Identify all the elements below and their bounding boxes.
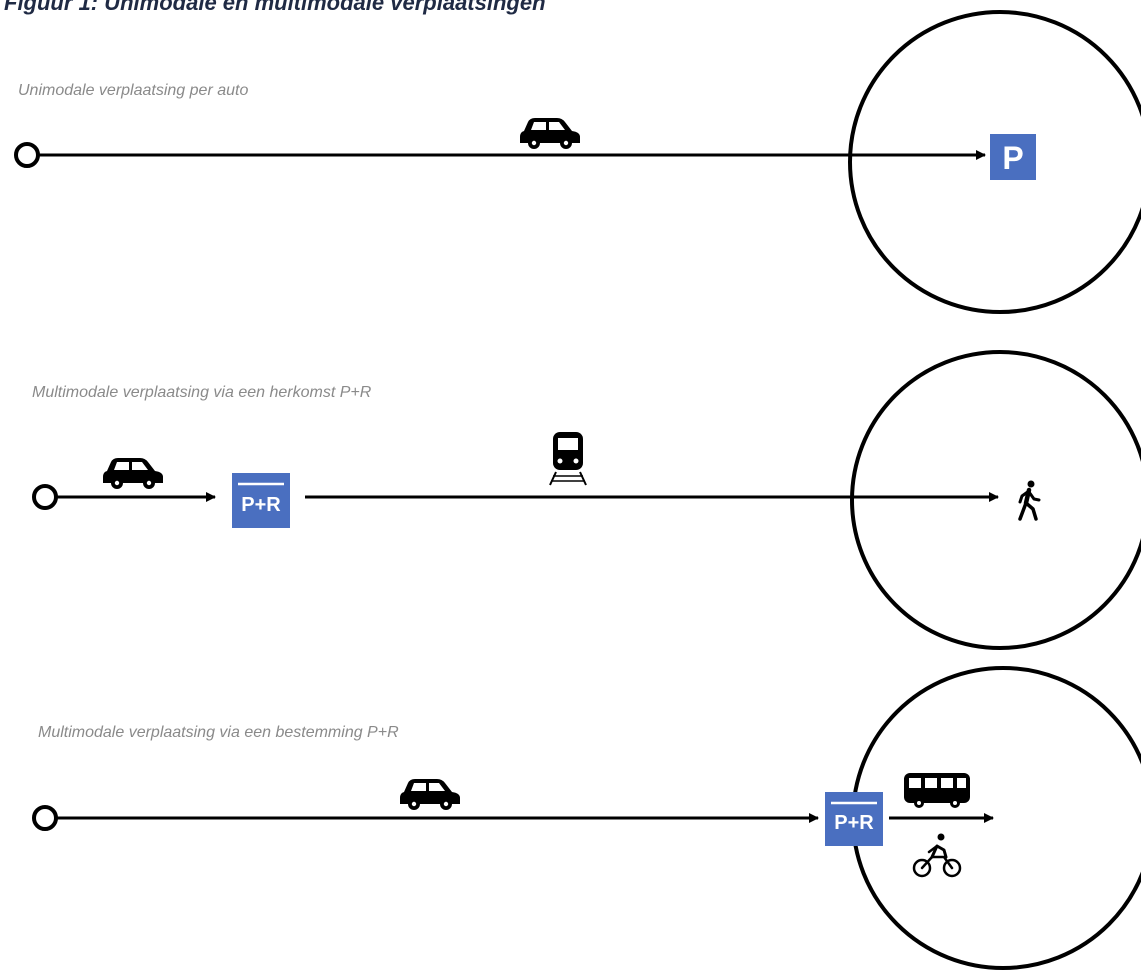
park-and-ride-sign-text: P+R	[834, 812, 874, 834]
row1-label: Unimodale verplaatsing per auto	[18, 82, 249, 99]
park-and-ride-sign-icon: P+R	[825, 792, 883, 846]
row2-label: Multimodale verplaatsing via een herkoms…	[32, 384, 372, 401]
origin-node-2	[32, 484, 58, 510]
car-icon	[400, 779, 460, 810]
origin-node-3	[32, 805, 58, 831]
train-icon	[549, 432, 587, 486]
bicycle-icon	[912, 833, 962, 878]
destination-zone-circle-1	[848, 10, 1141, 314]
parking-sign-icon: P	[990, 134, 1036, 180]
parking-sign-text: P	[1002, 140, 1023, 176]
pedestrian-icon	[1018, 480, 1041, 521]
bus-icon	[904, 773, 970, 808]
car-icon	[520, 118, 580, 149]
park-and-ride-sign-icon: P+R	[232, 473, 290, 528]
figure-title: Figuur 1: Unimodale en multimodale verpl…	[4, 0, 546, 15]
park-and-ride-sign-text: P+R	[241, 494, 281, 516]
origin-node-1	[14, 142, 40, 168]
car-icon	[103, 458, 163, 489]
destination-zone-circle-2	[850, 350, 1141, 650]
row3-label: Multimodale verplaatsing via een bestemm…	[38, 724, 399, 741]
